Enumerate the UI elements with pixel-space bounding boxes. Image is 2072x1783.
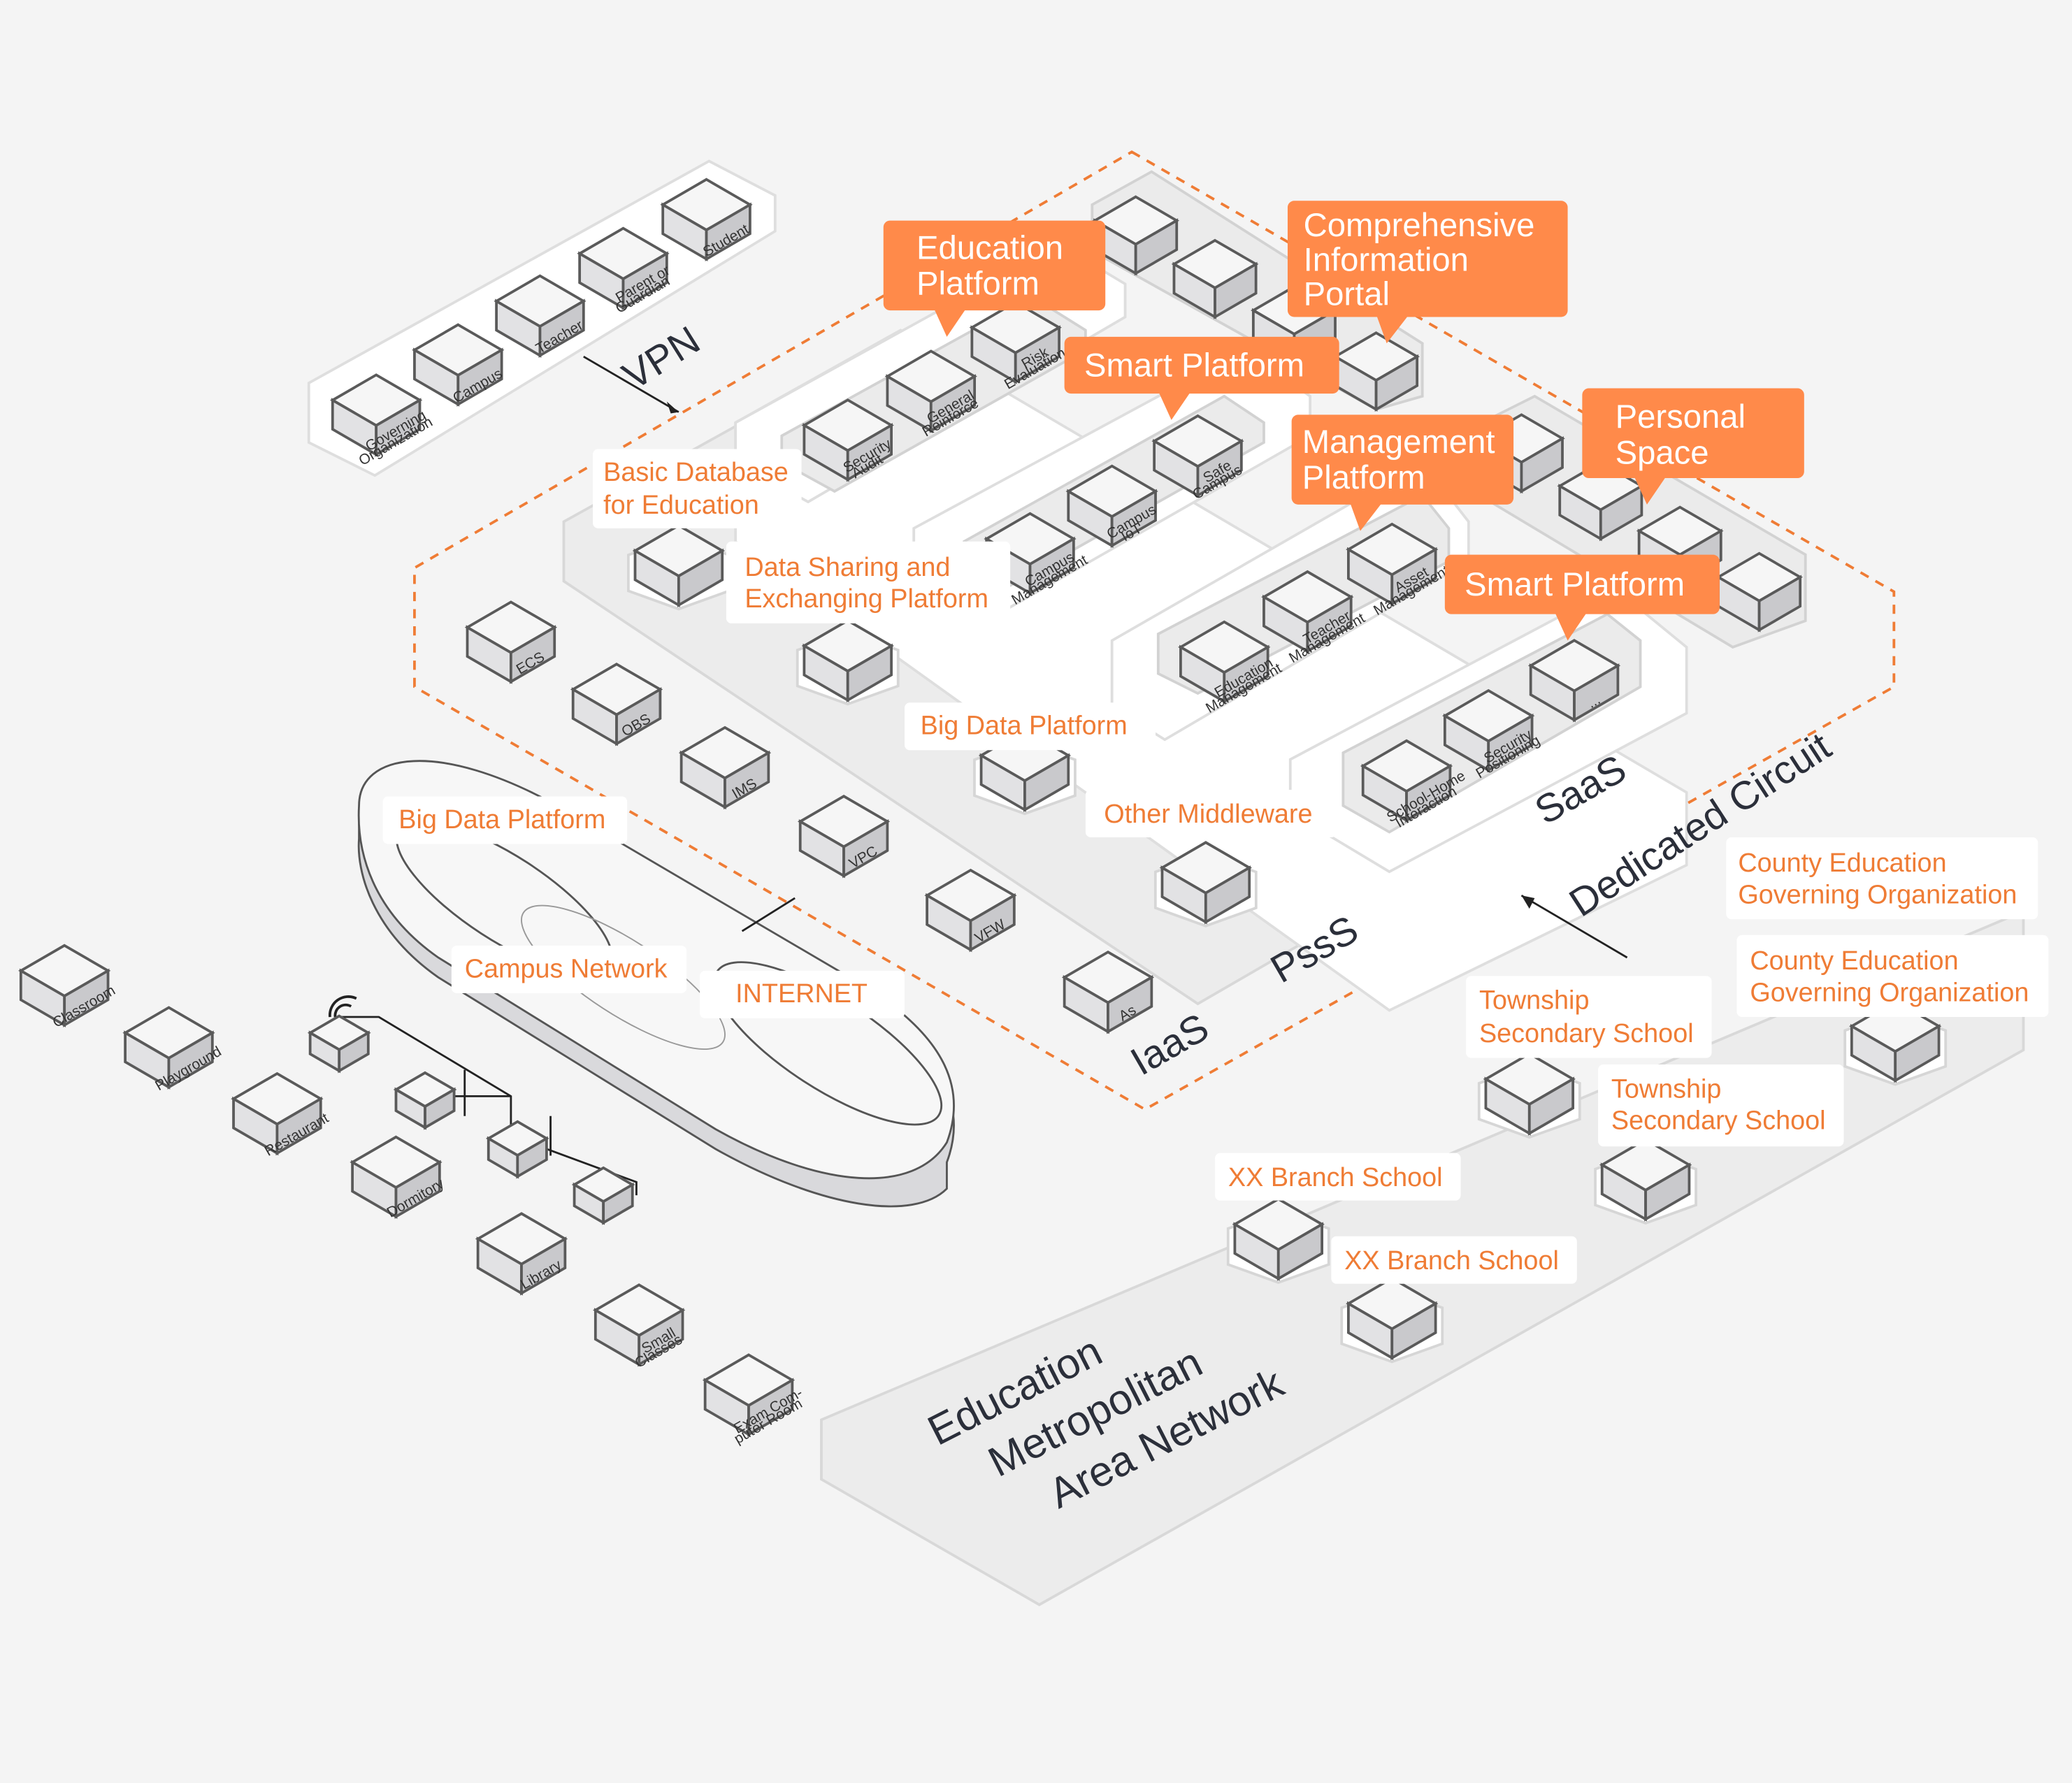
hex-box-1: [801, 619, 894, 703]
svg-text:County Education: County Education: [1738, 849, 1946, 878]
hex-box-8: [1346, 1276, 1439, 1361]
svg-text:Space: Space: [1616, 434, 1709, 471]
hex-box-3: [1159, 841, 1252, 925]
svg-text:Portal: Portal: [1304, 276, 1390, 313]
svg-text:Personal: Personal: [1616, 398, 1746, 435]
svg-text:Information: Information: [1304, 241, 1469, 278]
callout-education-platform: Education Platform: [883, 220, 1106, 337]
campus-box-0: Classroom: [18, 944, 118, 1031]
portal-box-5: [1557, 461, 1645, 542]
network-node-3: [571, 1166, 635, 1225]
iaas-label: IaaS: [1123, 1005, 1216, 1084]
svg-text:Governing Organization: Governing Organization: [1738, 881, 2017, 910]
hex-box-4: [1483, 1052, 1576, 1136]
svg-text:Township: Township: [1479, 986, 1590, 1016]
svg-text:Exchanging Platform: Exchanging Platform: [744, 584, 988, 614]
iaas-box-5: As: [1061, 950, 1155, 1034]
svg-text:Data Sharing and: Data Sharing and: [744, 553, 950, 582]
cloud-boundary: [413, 150, 1896, 1111]
campus-box-3: Dormitory: [350, 1135, 447, 1221]
svg-text:Education: Education: [916, 229, 1063, 266]
svg-text:Big Data Platform: Big Data Platform: [398, 805, 605, 835]
vpn-label: VPN: [615, 318, 707, 398]
label-campus-network: Campus Network: [451, 945, 687, 994]
label-county-edu-2: County Education Governing Organization: [1736, 934, 2049, 1018]
svg-text:Campus Network: Campus Network: [465, 954, 668, 983]
svg-text:County Education: County Education: [1750, 946, 1958, 976]
callout-personal-space: Personal Space: [1582, 388, 1804, 505]
callout-smart-platform-1: Smart Platform: [1064, 336, 1339, 420]
label-data-sharing: Data Sharing and Exchanging Platform: [726, 541, 1011, 623]
label-big-data-platform-2: Big Data Platform: [382, 796, 628, 844]
label-branch-1: XX Branch School: [1215, 1153, 1461, 1201]
svg-text:Comprehensive: Comprehensive: [1304, 207, 1535, 244]
iaas-box-2: IMS: [678, 726, 772, 810]
vpn-box-2: Teacher: [494, 274, 587, 358]
network-node-0: [307, 1014, 371, 1074]
iaas-box-4: VFW: [924, 868, 1017, 953]
vpn-platform: GoverningOrganizationCampusTeacherParent…: [307, 159, 777, 477]
callout-management-platform: Management Platform: [1291, 414, 1514, 531]
label-township-2: Township Secondary School: [1598, 1064, 1844, 1147]
svg-text:Secondary School: Secondary School: [1611, 1106, 1826, 1136]
label-county-edu-1: County Education Governing Organization: [1726, 837, 2038, 920]
label-big-data-platform-1: Big Data Platform: [904, 702, 1156, 751]
label-township-1: Township Secondary School: [1466, 976, 1712, 1058]
svg-text:Township: Township: [1611, 1074, 1722, 1104]
svg-text:Governing Organization: Governing Organization: [1750, 978, 2029, 1007]
callout-smart-platform-2: Smart Platform: [1444, 554, 1720, 641]
hex-boxes: [626, 524, 1948, 1364]
svg-text:Basic Database: Basic Database: [603, 458, 789, 487]
svg-text:Smart Platform: Smart Platform: [1084, 347, 1304, 384]
iaas-box-1: OBS: [570, 663, 663, 746]
svg-text:XX Branch School: XX Branch School: [1344, 1246, 1559, 1276]
hex-box-0: [632, 524, 725, 607]
callout-comprehensive-portal: Comprehensive Information Portal: [1287, 201, 1568, 344]
iaas-box-0: ECS: [464, 600, 557, 684]
svg-text:Platform: Platform: [916, 265, 1039, 302]
campus-box-6: Exam Com-puter Room: [702, 1353, 805, 1448]
svg-text:for Education: for Education: [603, 491, 759, 520]
svg-text:XX Branch School: XX Branch School: [1228, 1163, 1443, 1192]
label-branch-2: XX Branch School: [1331, 1236, 1577, 1284]
svg-text:Management: Management: [1302, 424, 1495, 461]
network-node-2: [485, 1120, 549, 1179]
label-basic-database: Basic Database for Education: [593, 449, 802, 528]
portal-box-3: [1332, 331, 1420, 412]
campus-box-4: Library: [475, 1212, 568, 1296]
svg-text:Smart Platform: Smart Platform: [1465, 566, 1685, 603]
svg-text:Secondary School: Secondary School: [1479, 1019, 1694, 1048]
iaas-box-3: VPC: [797, 794, 891, 879]
label-internet: INTERNET: [700, 970, 905, 1018]
hex-box-5: [1599, 1138, 1692, 1222]
label-other-middleware: Other Middleware: [1085, 789, 1337, 838]
svg-text:INTERNET: INTERNET: [735, 979, 868, 1009]
campus-box-1: Playground: [122, 1006, 224, 1094]
campus-box-2: Restaurant: [231, 1071, 331, 1160]
portal-box-1: [1171, 238, 1259, 319]
portal-box-7: [1715, 551, 1803, 633]
smart2_boxes-2: ...: [1527, 639, 1621, 723]
hex-box-7: [1232, 1197, 1325, 1281]
svg-text:Big Data Platform: Big Data Platform: [921, 712, 1128, 741]
svg-text:Platform: Platform: [1302, 459, 1425, 496]
svg-text:Other Middleware: Other Middleware: [1104, 800, 1312, 829]
network-node-1: [393, 1071, 457, 1130]
